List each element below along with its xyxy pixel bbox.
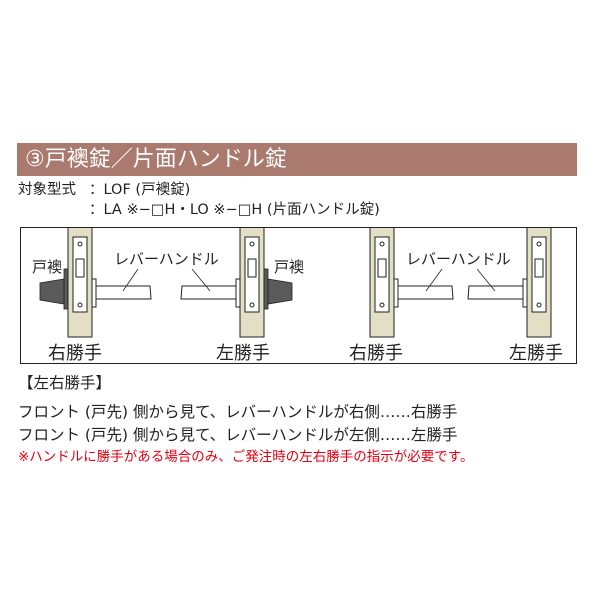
door-label-2: 戸襖 bbox=[274, 258, 305, 276]
handedness-left-line: フロント (戸先) 側から見て、レバーハンドルが左側……左勝手 bbox=[18, 426, 458, 444]
door-label-1: 戸襖 bbox=[32, 258, 63, 276]
lock-single-right bbox=[369, 228, 454, 338]
handedness-section: 【左右勝手】 フロント (戸先) 側から見て、レバーハンドルが右側……右勝手 フ… bbox=[18, 372, 473, 467]
handedness-note: ※ハンドルに勝手がある場合のみ、ご発注時の左右勝手の指示が必要です。 bbox=[18, 449, 474, 465]
handedness-diagram: 戸襖 レバーハンドル 戸襖 レバーハンドル 右勝手 左勝手 右勝手 左勝手 bbox=[20, 227, 577, 364]
lever-label-1: レバーハンドル bbox=[114, 250, 219, 268]
section-title-bar: ③戸襖錠／片面ハンドル錠 bbox=[17, 143, 577, 176]
caption-1: 右勝手 bbox=[48, 343, 102, 364]
caption-2: 左勝手 bbox=[216, 343, 270, 364]
model-line-1: LOF (戸襖錠) bbox=[103, 182, 191, 198]
lever-label-3: レバーハンドル bbox=[406, 250, 511, 268]
handedness-heading: 【左右勝手】 bbox=[18, 374, 112, 392]
handedness-right-line: フロント (戸先) 側から見て、レバーハンドルが右側……右勝手 bbox=[18, 403, 458, 421]
lock-fusuma-left bbox=[180, 228, 293, 338]
models-label: 対象型式 bbox=[18, 182, 76, 198]
colon: ： bbox=[89, 202, 104, 218]
lock-illustrations bbox=[39, 228, 552, 338]
caption-4: 左勝手 bbox=[509, 343, 563, 364]
colon: ： bbox=[89, 182, 104, 198]
model-row-1: 対象型式 ：LOF (戸襖錠) bbox=[18, 180, 380, 200]
model-row-2: ：LA ※−□H・LO ※−□H (片面ハンドル錠) bbox=[18, 200, 380, 220]
target-models: 対象型式：LOF (戸襖錠) ：LA ※−□H・LO ※−□H (片面ハンドル錠… bbox=[18, 180, 380, 220]
lock-single-left bbox=[467, 228, 552, 338]
caption-3: 右勝手 bbox=[349, 343, 403, 364]
lock-fusuma-right bbox=[39, 228, 152, 338]
section-title: ③戸襖錠／片面ハンドル錠 bbox=[25, 147, 287, 172]
model-line-2: LA ※−□H・LO ※−□H (片面ハンドル錠) bbox=[103, 202, 380, 218]
